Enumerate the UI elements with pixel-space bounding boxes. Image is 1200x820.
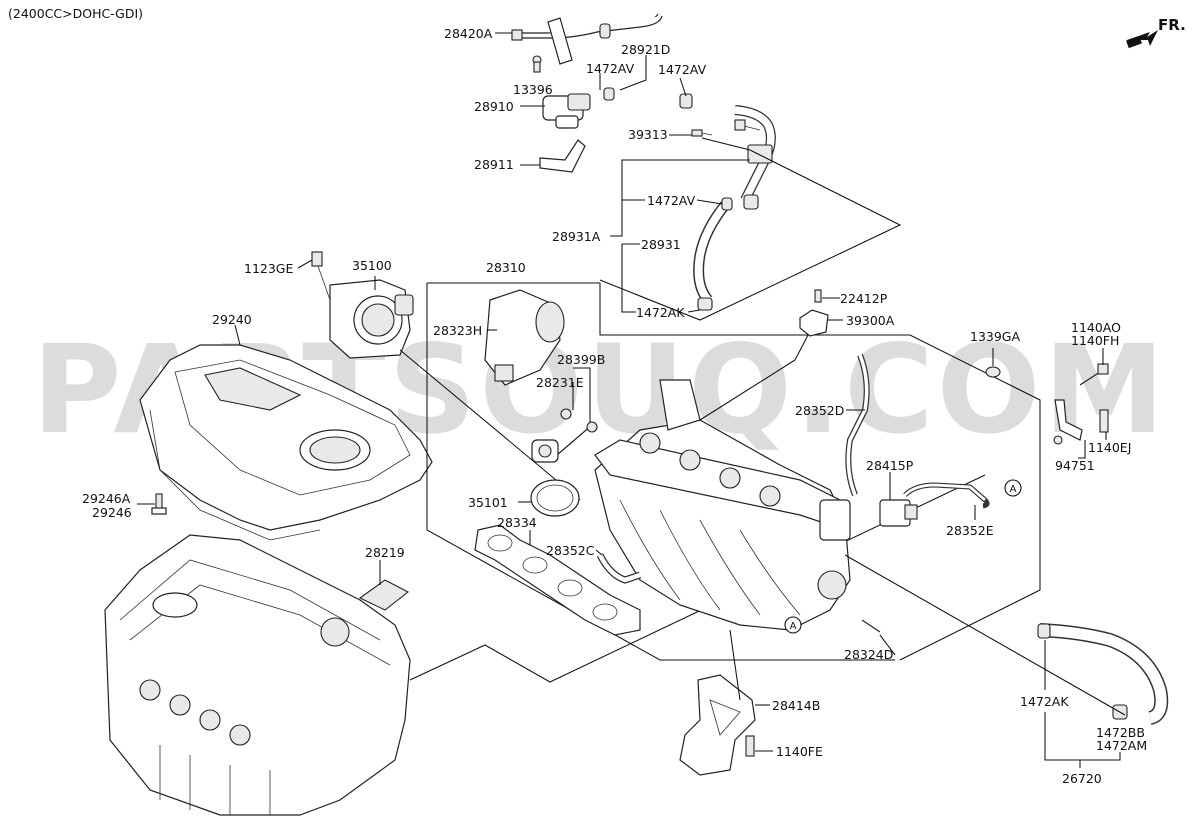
- sensor-39300A: [799, 289, 829, 337]
- front-direction-arrow-icon: [1126, 30, 1158, 49]
- part-label: 28420A: [444, 26, 493, 41]
- part-label: 1140AO: [1071, 320, 1121, 335]
- purge-control-valve: [532, 55, 591, 129]
- part-label: 29246A: [82, 491, 131, 506]
- part-label: 28399B: [557, 352, 605, 367]
- part-label: 1140FH: [1071, 333, 1119, 348]
- intake-gasket: [474, 524, 641, 636]
- part-label: 22412P: [840, 291, 888, 306]
- part-label: 94751: [1055, 458, 1095, 473]
- part-label: 28323H: [433, 323, 482, 338]
- part-label: 28352E: [946, 523, 994, 538]
- pcv-hose-26720: [1037, 623, 1169, 725]
- bracket-94751: [1053, 399, 1083, 445]
- part-label: 1140EJ: [1088, 440, 1131, 455]
- part-label: 28231E: [536, 375, 584, 390]
- part-label: 1472AK: [636, 305, 685, 320]
- front-direction-label: FR.: [1158, 16, 1186, 34]
- part-label: 1123GE: [244, 261, 293, 276]
- part-label: 28921D: [621, 42, 670, 57]
- stud-bolt-29246: [151, 493, 167, 515]
- engine-cover: [139, 344, 433, 541]
- part-label: 28415P: [866, 458, 914, 473]
- part-label: 1472BB: [1096, 725, 1145, 740]
- part-label: 1472AV: [586, 61, 635, 76]
- throttle-gasket: [530, 479, 580, 517]
- throttle-body: [311, 251, 414, 359]
- bolt-28324D: [861, 619, 881, 633]
- part-label: 39300A: [846, 313, 895, 328]
- part-label: 29246: [92, 505, 132, 520]
- engine-spec-label: (2400CC>DOHC-GDI): [8, 6, 143, 21]
- bracket-28414B: [679, 674, 756, 776]
- part-label: 28334: [497, 515, 537, 530]
- part-label: 35101: [468, 495, 508, 510]
- part-label: 1140FE: [776, 744, 823, 759]
- intake-manifold: [594, 379, 851, 631]
- part-label: 29240: [212, 312, 252, 327]
- part-number-labels: 28420A 28921D 13396 1472AV 1472AV 28910 …: [82, 26, 1147, 786]
- part-label: 35100: [352, 258, 392, 273]
- part-label: 26720: [1062, 771, 1102, 786]
- bolt-1140EJ: [1099, 409, 1109, 433]
- callout-a-right: A: [1010, 484, 1017, 495]
- part-label: 13396: [513, 82, 553, 97]
- part-label: 28931A: [552, 229, 601, 244]
- callout-a-bottom: A: [790, 621, 797, 632]
- part-label: 28931: [641, 237, 681, 252]
- control-rod-28399B: [556, 408, 598, 456]
- sensor-28415P: [879, 499, 918, 527]
- plug-1339GA: [985, 366, 1001, 378]
- part-label: 1472AV: [658, 62, 707, 77]
- part-label: 28324D: [844, 647, 893, 662]
- part-label: 28310: [486, 260, 526, 275]
- part-label: 1472AK: [1020, 694, 1069, 709]
- part-label: 1339GA: [970, 329, 1020, 344]
- part-label: 28219: [365, 545, 405, 560]
- part-label: 28352C: [546, 543, 595, 558]
- bolt-1140FE: [745, 735, 755, 757]
- part-label: 39313: [628, 127, 668, 142]
- valve-bracket: [539, 139, 586, 173]
- part-label: 1472AV: [647, 193, 696, 208]
- part-label: 28352D: [795, 403, 844, 418]
- part-label: 1472AM: [1096, 738, 1147, 753]
- purge-hose-assembly: [511, 13, 776, 311]
- part-label: 28911: [474, 157, 514, 172]
- lever-28231E: [531, 439, 559, 463]
- heat-shield-28219: [358, 579, 410, 611]
- part-label: 28414B: [772, 698, 820, 713]
- bolt-39313: [691, 129, 713, 137]
- variable-intake-actuator: [484, 289, 565, 386]
- part-label: 28910: [474, 99, 514, 114]
- cylinder-head: [104, 534, 411, 816]
